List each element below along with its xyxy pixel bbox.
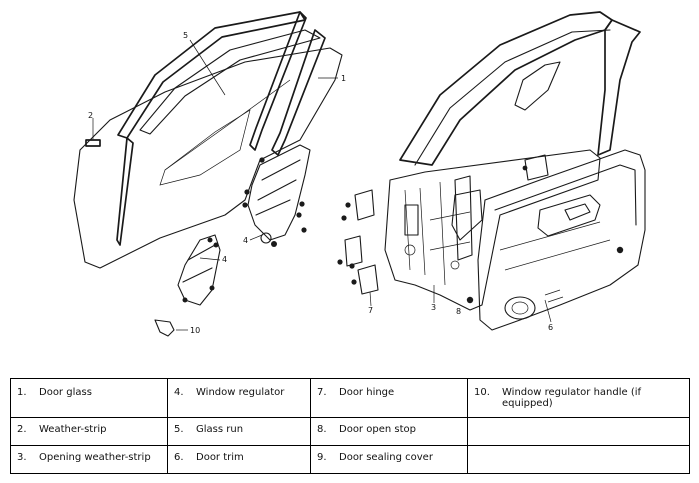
callout-3: 3	[431, 303, 436, 312]
legend-row: 2.Weather-strip 5.Glass run 8.Door open …	[10, 416, 690, 446]
legend-cell-door-glass: 1.Door glass	[10, 378, 168, 418]
callout-4a: 4	[243, 236, 248, 245]
door-sealing-cover	[454, 175, 473, 261]
weather-strip	[85, 118, 101, 147]
callout-10: 10	[190, 326, 200, 335]
callout-7: 7	[368, 306, 373, 315]
callout-4b: 4	[222, 255, 227, 264]
legend-cell-opening-weather-strip: 3.Opening weather-strip	[10, 444, 168, 475]
legend-cell-empty	[467, 416, 690, 446]
glass-run-bracket	[522, 154, 549, 181]
legend-cell-door-hinge: 7.Door hinge	[310, 378, 468, 418]
window-regulator-handle	[154, 319, 188, 337]
legend-cell-weather-strip: 2.Weather-strip	[10, 416, 168, 446]
legend-cell-door-sealing-cover: 9.Door sealing cover	[310, 444, 468, 475]
callout-6: 6	[548, 323, 553, 332]
legend-cell-window-regulator: 4.Window regulator	[167, 378, 311, 418]
window-regulator-power	[242, 144, 311, 247]
callout-8: 8	[456, 307, 461, 316]
callout-1: 1	[341, 74, 346, 83]
door-trim	[466, 149, 646, 331]
legend-row: 1.Door glass 4.Window regulator 7.Door h…	[10, 378, 690, 418]
parts-legend-table: 1.Door glass 4.Window regulator 7.Door h…	[10, 378, 690, 475]
door-open-stop	[337, 235, 363, 267]
door-panel	[384, 149, 601, 311]
callouts: 5 1 2 4 4 10 3 7 8 6	[88, 31, 553, 335]
glass-run	[116, 11, 326, 246]
door-glass	[73, 47, 343, 269]
legend-row: 3.Opening weather-strip 6.Door trim 9.Do…	[10, 444, 690, 475]
window-regulator-manual	[177, 234, 221, 306]
legend-cell-door-trim: 6.Door trim	[167, 444, 311, 475]
callout-2: 2	[88, 111, 93, 120]
exploded-door-diagram: 5 1 2 4 4 10 3 7 8 6	[73, 11, 646, 337]
door-hinge	[341, 189, 379, 295]
legend-cell-glass-run: 5.Glass run	[167, 416, 311, 446]
legend-cell-door-open-stop: 8.Door open stop	[310, 416, 468, 446]
legend-cell-regulator-handle: 10.Window regulator handle (if equipped)	[467, 378, 690, 418]
legend-cell-empty	[467, 444, 690, 475]
door-frame	[399, 11, 641, 166]
callout-5: 5	[183, 31, 188, 40]
